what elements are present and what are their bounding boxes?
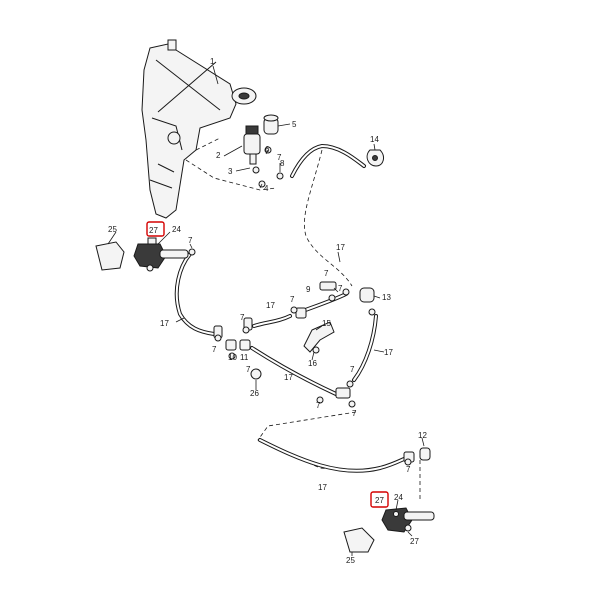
label-part-25-a: 25 (108, 225, 117, 234)
pump-grommets (252, 146, 284, 188)
label-part-3: 3 (228, 167, 233, 176)
label-part-24-a: 24 (172, 225, 181, 234)
label-part-11: 11 (240, 353, 249, 362)
label-part-26: 26 (250, 389, 259, 398)
label-part-5: 5 (292, 120, 297, 129)
label-part-7-d: 7 (338, 284, 343, 293)
left-nozzle-assembly (95, 237, 189, 272)
highlight-box-left (146, 221, 165, 237)
label-part-17-f: 17 (318, 483, 327, 492)
label-part-7-f: 7 (240, 313, 245, 322)
washer-reservoir (141, 39, 257, 219)
label-part-27-b: 27 (375, 496, 384, 505)
label-part-7-k: 7 (352, 409, 357, 418)
label-part-16: 16 (308, 359, 317, 368)
label-part-8-a: 8 (280, 159, 285, 168)
label-part-17-d: 17 (384, 348, 393, 357)
label-part-7-i: 7 (350, 365, 355, 374)
label-part-24-b: 24 (394, 493, 403, 502)
label-part-1: 1 (210, 57, 215, 66)
label-part-4: 4 (264, 184, 269, 193)
right-nozzle-assembly (343, 507, 435, 553)
label-part-7-c: 7 (324, 269, 329, 278)
label-part-15: 15 (322, 319, 331, 328)
label-part-12: 12 (418, 431, 427, 440)
label-part-17-c: 17 (160, 319, 169, 328)
label-part-17-b: 17 (266, 301, 275, 310)
highlight-box-right (370, 491, 389, 508)
grommets (188, 248, 412, 466)
label-part-2: 2 (216, 151, 221, 160)
label-part-6: 6 (265, 145, 270, 154)
label-part-7-a: 7 (277, 153, 282, 162)
label-part-7-h: 7 (246, 365, 251, 374)
hose-clip (366, 149, 384, 167)
label-part-7-l: 7 (406, 465, 411, 474)
label-part-7-b: 7 (188, 236, 193, 245)
hose-main (174, 144, 421, 500)
label-part-13: 13 (382, 293, 391, 302)
washer-pump (243, 114, 279, 165)
label-part-27-a: 27 (149, 226, 158, 235)
label-part-27-c: 27 (410, 537, 419, 546)
label-part-7-g: 7 (212, 345, 217, 354)
part-labels: 1 2 3 4 5 6 7 8 14 17 24 25 27 7 7 7 9 7… (108, 57, 427, 565)
leader-lines (107, 65, 425, 556)
label-part-25-b: 25 (346, 556, 355, 565)
label-part-7-e: 7 (290, 295, 295, 304)
label-part-17-e: 17 (284, 373, 293, 382)
label-part-10: 10 (228, 353, 237, 362)
label-part-9: 9 (306, 285, 311, 294)
label-part-14: 14 (370, 135, 379, 144)
label-part-17-a: 17 (336, 243, 345, 252)
label-part-7-j: 7 (316, 401, 321, 410)
